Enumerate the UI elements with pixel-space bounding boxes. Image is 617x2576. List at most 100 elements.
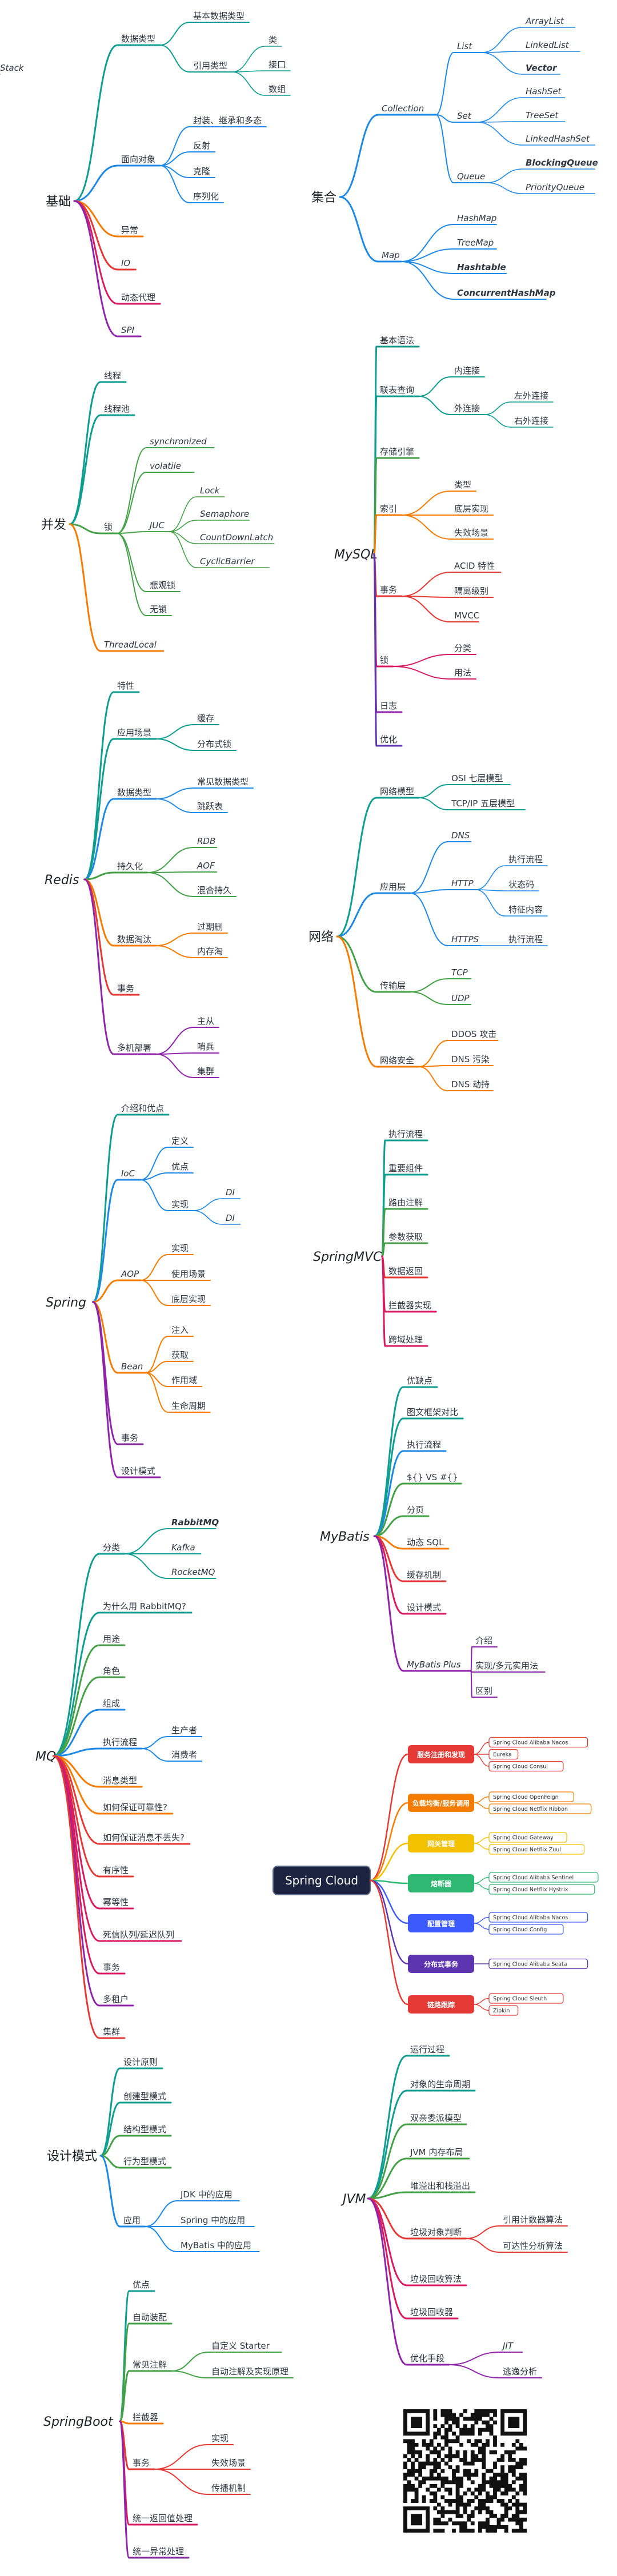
mindmap-node-mq: 分类 — [103, 1542, 120, 1553]
mindmap-node-network: 状态码 — [508, 879, 534, 890]
spring-cloud-group-label: 配置管理 — [427, 1919, 455, 1928]
branch-curve — [418, 396, 451, 415]
branch-curve — [147, 872, 194, 897]
spring-cloud-group-box — [408, 1995, 474, 2014]
spring-cloud-group-box — [408, 1834, 474, 1852]
spring-cloud-item-box — [488, 1924, 564, 1935]
mindmap-node-springboot: 自动装配 — [133, 2312, 167, 2322]
branch-curve — [92, 1301, 119, 1374]
qr-code-pattern — [403, 2409, 527, 2533]
branch-curve — [159, 126, 190, 166]
mindmap-node-network: TCP/IP 五层模型 — [451, 798, 515, 809]
mindmap-node-springmvc: 重要组件 — [388, 1163, 423, 1174]
branch-curve — [339, 114, 379, 198]
branch-curve — [117, 472, 147, 534]
mindmap-node-mq: 生产者 — [171, 1725, 197, 1735]
branch-curve — [400, 261, 454, 300]
mindmap-node-spring: IoC — [121, 1168, 135, 1179]
branch-curve — [474, 1796, 490, 1803]
spring-cloud-item-box — [488, 1749, 519, 1760]
mindmap-node-mysql: 优化 — [380, 734, 397, 745]
mindmap-mysql: MySQL — [334, 548, 378, 562]
mindmap-node-concurrency: 线程 — [104, 371, 121, 381]
branch-curve — [481, 52, 523, 75]
mindmap-mybatis: MyBatis — [320, 1530, 370, 1544]
mindmap-node-concurrency: Semaphore — [200, 509, 249, 519]
branch-curve — [392, 666, 451, 680]
mindmap-node-collection: Collection — [382, 103, 424, 114]
spring-cloud-item-label: Spring Cloud Config — [493, 1927, 547, 1933]
mindmap-node-redis: 多机部署 — [117, 1043, 151, 1053]
branch-curve — [53, 1644, 101, 1757]
mindmap-node-jvm: 垃圾对象判断 — [410, 2227, 462, 2237]
mindmap-jvm: JVM — [340, 2192, 366, 2207]
mindmap-springmvc: SpringMVC — [313, 1250, 382, 1264]
spring-cloud-group-box — [408, 1874, 474, 1892]
mindmap-node-basics: 异常 — [121, 225, 138, 235]
branch-curve — [448, 2364, 500, 2378]
spring-cloud-item-box — [488, 1884, 595, 1895]
spring-cloud-item-label: Spring Cloud Alibaba Nacos — [493, 1740, 568, 1746]
mindmap-node-redis: 哨兵 — [197, 1042, 214, 1052]
mindmap-node-design: 结构型模式 — [123, 2124, 166, 2135]
branch-curve — [367, 2055, 408, 2200]
mindmap-node-network: 传输层 — [380, 980, 406, 991]
mindmap-node-design: MyBatis 中的应用 — [181, 2240, 251, 2251]
branch-curve — [481, 51, 523, 53]
mindmap-node-spring: 介绍和优点 — [121, 1103, 164, 1114]
mindmap-node-spring: 实现 — [171, 1199, 189, 1209]
mindmap-node-network: 网络模型 — [380, 786, 414, 797]
mindmap-redis: Redis — [45, 873, 79, 887]
mindmap-node-design: 行为型模式 — [123, 2156, 166, 2167]
mindmap-node-spring: 实现 — [171, 1243, 189, 1253]
mindmap-network: 网络 — [308, 930, 334, 945]
mindmap-node-mybatis: 分页 — [407, 1505, 424, 1515]
mindmap-node-mysql: 右外连接 — [514, 416, 548, 426]
branch-curve — [92, 1301, 119, 1478]
branch-curve — [367, 2197, 408, 2240]
branch-curve — [53, 1611, 101, 1757]
mindmap-node-springboot: 自动注解及实现原理 — [211, 2366, 289, 2377]
mindmap-node-mybatis: 缓存机制 — [407, 1570, 441, 1580]
branch-curve — [435, 52, 454, 115]
branch-curve — [53, 1553, 101, 1757]
mindmap-spring: Spring — [46, 1296, 86, 1310]
mindmap-node-jvm: 逃逸分析 — [503, 2366, 537, 2377]
branch-curve — [367, 2157, 408, 2200]
branch-curve — [367, 2123, 408, 2200]
mindmap-node-mq: 集群 — [103, 2027, 120, 2037]
mindmap-node-network: HTTPS — [451, 934, 479, 945]
spring-cloud-group-box — [408, 1955, 474, 1973]
branch-curve — [99, 2155, 121, 2228]
spring-cloud-item-box — [488, 1993, 564, 2004]
branch-curve — [401, 596, 451, 598]
branch-curve — [373, 514, 378, 555]
mindmap-node-network: DNS 劫持 — [451, 1079, 490, 1090]
mindmap-node-mysql: 索引 — [380, 504, 397, 514]
branch-curve — [410, 978, 448, 992]
mindmap-node-mq: Kafka — [171, 1542, 195, 1553]
branch-curve — [92, 1179, 119, 1303]
mindmap-node-springboot: 事务 — [133, 2458, 150, 2468]
branch-curve — [53, 1755, 101, 2039]
spring-cloud-item-label: Eureka — [493, 1752, 512, 1758]
branch-curve — [339, 196, 379, 263]
mindmap-root-jvm: JVM — [340, 2192, 366, 2207]
branch-curve — [159, 165, 190, 203]
mindmap-node-mysql: 基本语法 — [380, 335, 414, 345]
branch-curve — [336, 797, 378, 938]
mindmap-node-network: 应用层 — [380, 882, 406, 892]
mindmap-node-jvm: 垃圾回收器 — [410, 2307, 453, 2317]
mindmap-node-mysql: 外连接 — [454, 403, 480, 413]
branch-curve — [169, 531, 197, 544]
mindmap-root-collection: 集合 — [311, 191, 336, 205]
branch-curve — [193, 1210, 223, 1225]
mindmap-node-network: OSI 七层模型 — [451, 773, 503, 783]
mindmap-node-mysql: 锁 — [380, 655, 388, 665]
branch-curve — [400, 261, 454, 274]
mindmap-node-concurrency: 线程池 — [104, 404, 130, 414]
mindmap-mq: MQ — [35, 1750, 56, 1764]
branch-curve — [117, 447, 147, 534]
mindmap-node-spring: 生命周期 — [171, 1401, 206, 1411]
branch-curve — [83, 691, 115, 881]
